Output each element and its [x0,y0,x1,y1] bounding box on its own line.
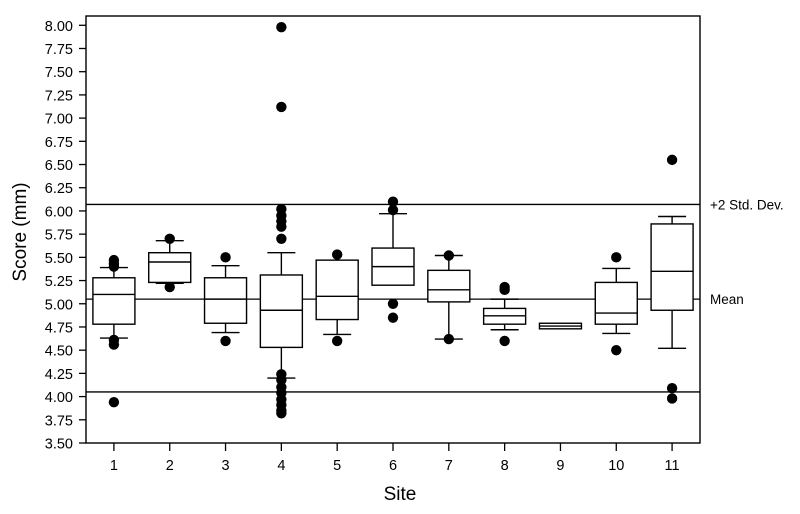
box-plot-site-6 [371,196,415,323]
box-plot-site-9 [538,322,583,330]
outlier-point [387,298,399,309]
outlier-point [666,383,678,394]
box-iqr [92,277,136,325]
y-tick-label: 8.00 [45,19,73,35]
outlier-point [276,221,287,232]
outlier-point [276,21,287,33]
x-axis-title: Site [384,484,417,505]
outlier-point [387,196,399,207]
y-tick-label: 4.25 [45,367,73,383]
outlier-point [220,335,231,347]
outlier-point [331,335,343,347]
outlier-point [611,344,622,356]
reference-label-mean: Mean [710,292,744,307]
box-iqr [148,252,192,284]
y-tick-label: 7.25 [45,88,73,104]
x-tick-label-site-2: 2 [166,458,174,474]
outlier-point [611,252,622,263]
outlier-point [220,252,231,263]
y-tick-label: 6.75 [45,135,73,151]
box-iqr [203,277,248,324]
outlier-point [164,233,175,244]
box-plot-site-4 [259,21,304,419]
x-tick-label-site-10: 10 [608,458,624,474]
x-tick-label-site-4: 4 [277,458,285,474]
x-tick-label-site-11: 11 [665,458,680,474]
y-axis-ticks: 3.50 3.75 4.00 4.25 4.50 4.75 5.00 5.25 5.50 5.75… [45,19,86,453]
outlier-point [164,281,175,293]
box-plot-site-8 [482,281,527,347]
reference-line-labels: +2 Std. Dev. Mean [710,197,784,307]
y-tick-label: 5.50 [45,251,73,267]
box-plot-site-7 [427,250,471,345]
box-plots [92,21,694,419]
x-tick-label-site-6: 6 [389,458,397,474]
y-tick-label: 3.50 [45,437,73,453]
y-tick-label: 7.50 [45,65,73,81]
outlier-point [666,393,678,404]
y-tick-label: 6.50 [45,158,73,174]
outlier-point [276,233,287,244]
box-iqr [315,259,359,321]
box-iqr [594,281,638,325]
box-plot-site-1 [92,254,136,408]
y-tick-label: 5.25 [45,274,73,290]
outlier-point [108,339,120,350]
box-iqr [650,223,694,311]
y-tick-label: 4.00 [45,390,73,406]
y-tick-label: 7.75 [45,42,73,58]
y-tick-label: 7.00 [45,112,73,128]
box-plot-site-11 [650,154,694,404]
x-tick-label-site-7: 7 [445,458,453,474]
outlier-point [387,312,399,323]
outlier-point [276,101,287,113]
y-tick-label: 5.00 [45,297,73,313]
x-tick-label-site-5: 5 [333,458,341,474]
box-plot-site-10 [594,252,638,356]
box-plot-site-3 [203,252,248,347]
outlier-point [108,261,120,272]
x-tick-label-site-8: 8 [501,458,509,474]
x-tick-label-site-1: 1 [110,458,118,474]
outlier-point [108,396,120,408]
x-tick-label-site-3: 3 [222,458,230,474]
y-axis-title: Score (mm) [10,182,31,281]
outlier-point [499,335,510,347]
outlier-point [387,204,399,216]
box-iqr [427,269,471,303]
outlier-point [443,250,455,261]
outlier-point [666,154,678,166]
x-axis-ticks: 1 2 3 4 5 6 7 8 9 10 11 [110,443,680,474]
y-tick-label: 4.75 [45,320,73,336]
box-plot-site-2 [148,233,192,293]
outlier-point [499,284,510,296]
y-tick-label: 3.75 [45,413,73,429]
y-tick-label: 6.25 [45,181,73,197]
y-tick-label: 6.00 [45,204,73,220]
outlier-point [331,249,343,260]
box-iqr [259,274,304,349]
y-tick-label: 4.50 [45,344,73,360]
reference-label-plus-2-std-dev: +2 Std. Dev. [710,197,784,212]
outlier-point [443,333,455,345]
outlier-point [276,408,287,419]
outlier-point [276,374,287,386]
y-tick-label: 5.75 [45,228,73,244]
box-plot-site-5 [315,249,359,347]
x-tick-label-site-9: 9 [556,458,564,474]
